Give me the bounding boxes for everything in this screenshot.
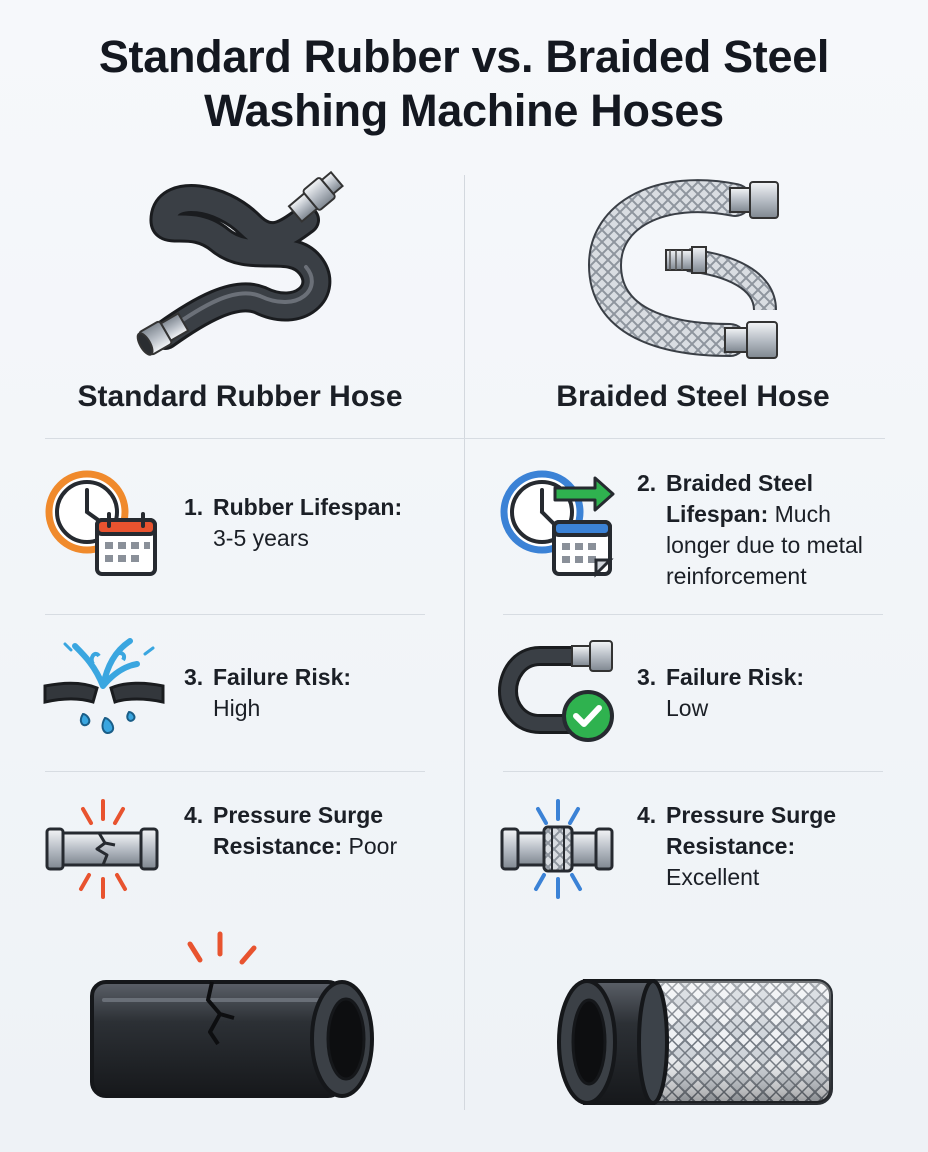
feature-value: Much <box>774 501 831 527</box>
feature-rubber-pressure-surge: 4. Pressure Surge Resistance: Poor <box>184 800 454 862</box>
feature-number: 1. <box>184 494 204 520</box>
divider-right-2 <box>503 614 883 615</box>
feature-value: High <box>213 695 261 721</box>
feature-value-3: reinforcement <box>666 563 807 589</box>
feature-number: 2. <box>637 470 657 496</box>
divider-left-3 <box>45 771 425 772</box>
feature-label: Pressure Surge <box>213 802 384 828</box>
feature-label-2: Resistance: <box>213 833 343 859</box>
feature-value: Poor <box>348 833 398 859</box>
feature-number: 3. <box>637 664 657 690</box>
hose-check-icon <box>497 640 614 742</box>
braided-steel-tube-icon <box>557 979 833 1105</box>
feature-number: 4. <box>184 802 204 828</box>
page-title: Standard Rubber vs. Braided Steel Washin… <box>0 30 928 138</box>
divider-right-3 <box>503 771 883 772</box>
reinforced-pipe-icon <box>500 799 614 899</box>
feature-label: Pressure Surge <box>666 802 837 828</box>
feature-label: Rubber Lifespan: <box>213 494 403 520</box>
burst-hose-icon <box>43 638 165 734</box>
feature-rubber-failure-risk: 3. Failure Risk: High <box>184 662 444 724</box>
feature-label-2: Lifespan: <box>666 501 769 527</box>
clock-calendar-icon <box>45 470 157 576</box>
cracked-rubber-tube-icon <box>90 931 374 1098</box>
page-title-line-2: Washing Machine Hoses <box>204 85 724 136</box>
page-title-line-1: Standard Rubber vs. Braided Steel <box>98 31 830 82</box>
divider-left-2 <box>45 614 425 615</box>
feature-label: Failure Risk: <box>666 664 805 690</box>
cracked-pipe-icon <box>45 799 159 899</box>
feature-number: 4. <box>637 802 657 828</box>
feature-value: Excellent <box>666 864 760 890</box>
feature-label: Failure Risk: <box>213 664 352 690</box>
feature-rubber-lifespan: 1. Rubber Lifespan: 3-5 years <box>184 492 444 554</box>
divider-left-1 <box>45 438 885 439</box>
feature-braided-failure-risk: 3. Failure Risk: Low <box>637 662 922 724</box>
rubber-hose-icon <box>136 170 344 356</box>
feature-braided-lifespan: 2. Braided Steel Lifespan: Much longer du… <box>637 468 922 592</box>
feature-braided-pressure-surge: 4. Pressure Surge Resistance: Excellent <box>637 800 922 893</box>
feature-label: Braided Steel <box>666 470 813 496</box>
clock-calendar-arrow-icon <box>500 470 615 578</box>
rubber-hose-heading: Standard Rubber Hose <box>77 380 403 413</box>
feature-value: Low <box>666 695 709 721</box>
feature-label-2: Resistance: <box>666 833 796 859</box>
braided-hose-heading: Braided Steel Hose <box>556 380 830 413</box>
feature-number: 3. <box>184 664 204 690</box>
feature-value: 3-5 years <box>213 525 309 551</box>
braided-hose-icon <box>587 179 779 359</box>
feature-value-2: longer due to metal <box>666 532 863 558</box>
column-divider <box>464 175 465 1110</box>
